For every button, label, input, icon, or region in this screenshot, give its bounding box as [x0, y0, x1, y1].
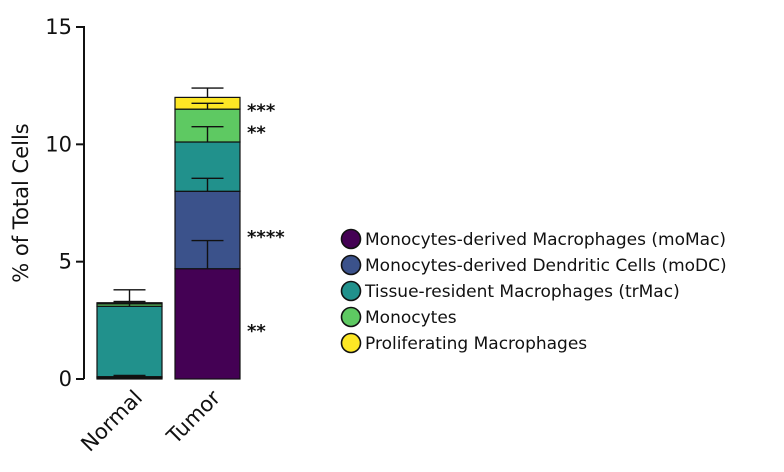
legend-label-0: Monocytes-derived Macrophages (moMac): [365, 230, 726, 250]
y-tick-label-3: 15: [45, 15, 72, 39]
legend-label-2: Tissue-resident Macrophages (trMac): [364, 282, 680, 302]
y-tick-label-2: 10: [45, 132, 72, 156]
legend-marker-4: [340, 332, 362, 354]
bar-normal-series-2: [96, 305, 163, 378]
significance-label-0: **: [247, 321, 266, 342]
legend-marker-2: [340, 280, 362, 302]
legend-label-3: Monocytes: [365, 308, 457, 328]
significance-label-2: **: [247, 123, 266, 144]
significance-label-1: ****: [247, 227, 285, 248]
x-category-label-0: Normal: [76, 386, 147, 457]
legend-marker-0: [340, 228, 362, 250]
x-category-label-1: Tumor: [161, 385, 225, 449]
legend-label-1: Monocytes-derived Dendritic Cells (moDC): [365, 256, 727, 276]
y-tick-label-0: 0: [59, 367, 72, 391]
legend-marker-3: [340, 306, 362, 328]
legend: Monocytes-derived Macrophages (moMac) Mon…: [340, 228, 727, 354]
legend-label-4: Proliferating Macrophages: [365, 334, 587, 354]
y-tick-label-1: 5: [59, 250, 72, 274]
legend-marker-1: [340, 254, 362, 276]
y-axis-title: % of Total Cells: [9, 123, 33, 282]
bar-tumor-series-0: [174, 268, 241, 380]
significance-label-3: ***: [247, 100, 276, 121]
